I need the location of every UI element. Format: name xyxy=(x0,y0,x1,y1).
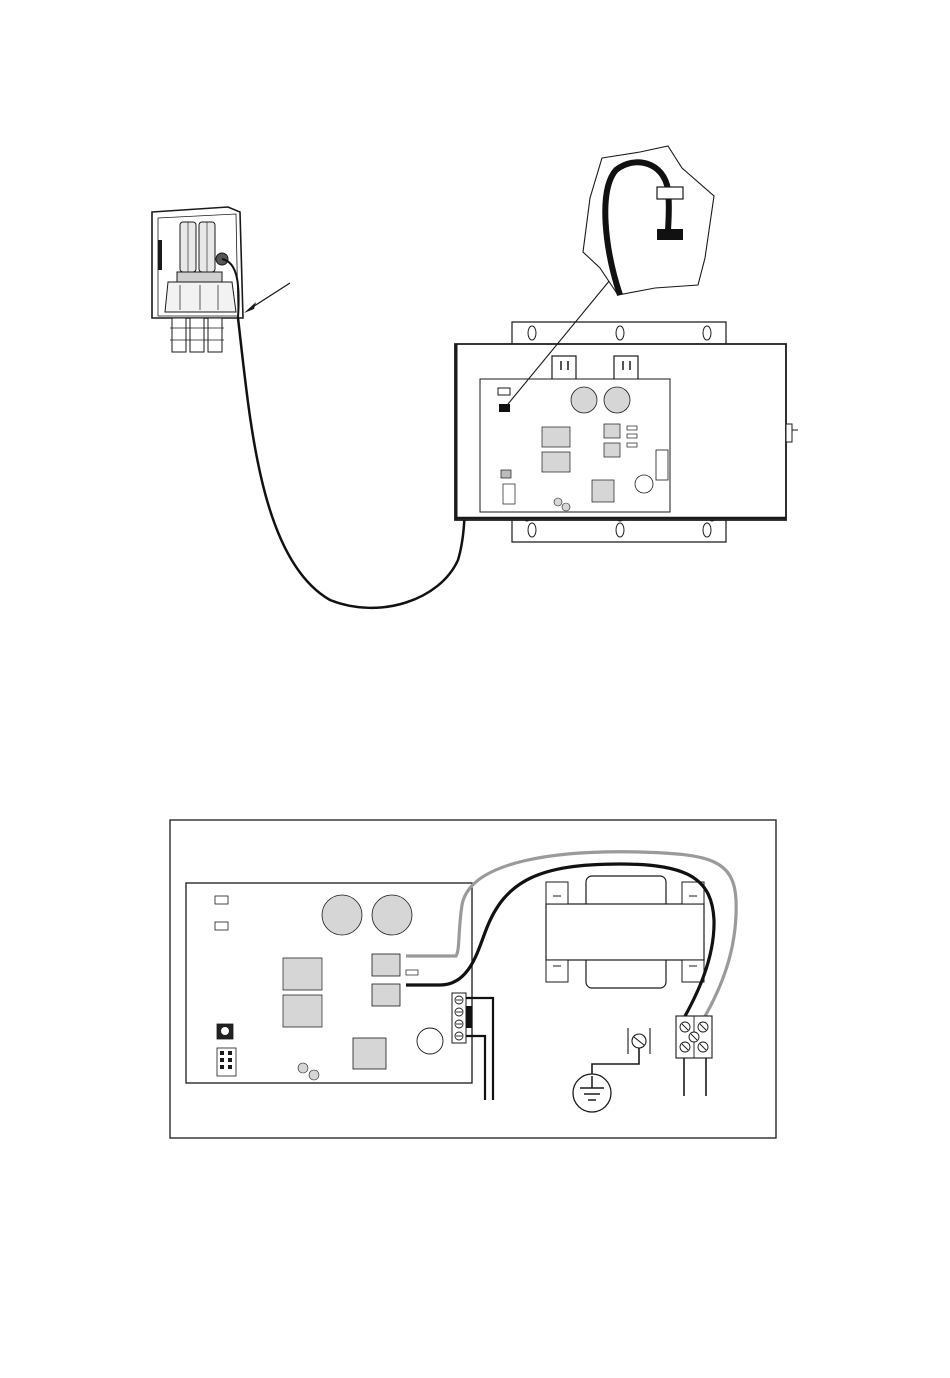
pointer-arrow xyxy=(244,283,290,313)
bottom-figure xyxy=(170,820,776,1138)
top-figure xyxy=(152,146,798,608)
control-box xyxy=(455,322,798,542)
circuit-board xyxy=(186,883,472,1083)
connector-detail-callout xyxy=(583,146,714,295)
chlorinator-cell-unit xyxy=(152,207,243,352)
